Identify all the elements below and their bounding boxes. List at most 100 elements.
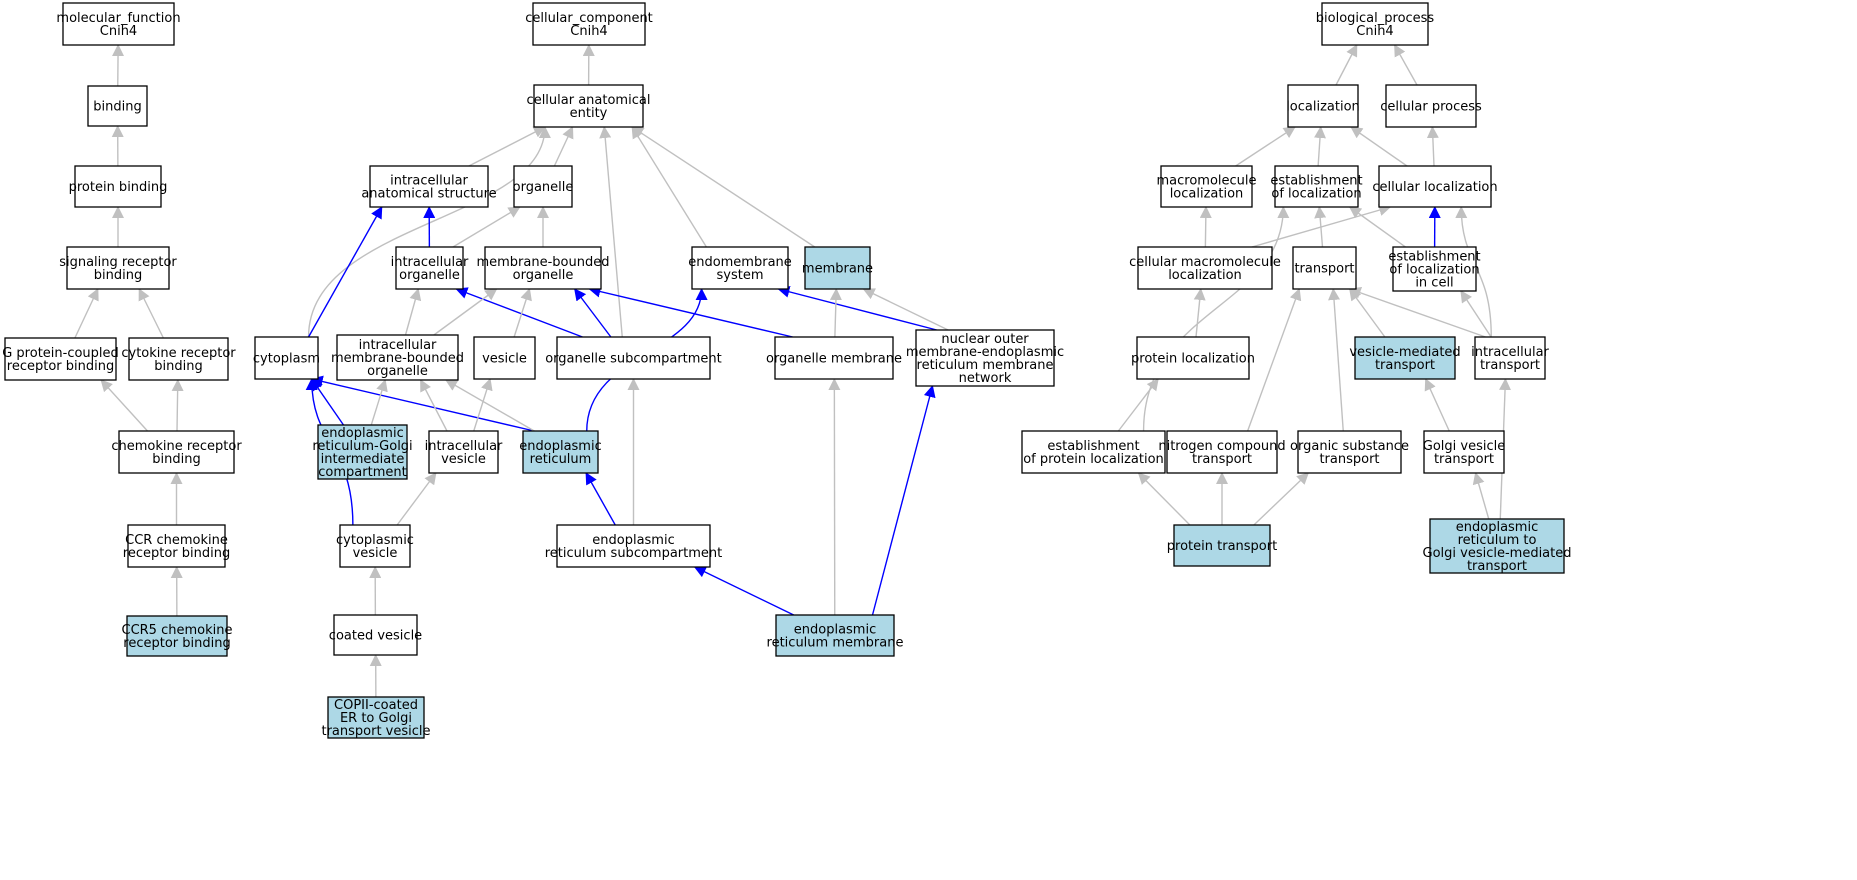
node-cellloc[interactable]: cellular localization — [1372, 165, 1498, 208]
node-organelle[interactable]: organelle — [513, 165, 574, 208]
edge-membrane-to-cae — [631, 126, 816, 248]
node-box — [66, 246, 170, 290]
node-label-line: reticulum membrane — [767, 636, 904, 651]
node-label-line: protein localization — [1131, 352, 1255, 367]
node-label-line: COPII-coated — [334, 698, 418, 713]
node-label-line: receptor binding — [7, 359, 114, 374]
node-label-line: reticulum — [530, 452, 592, 467]
node-box — [127, 524, 226, 568]
node-label-line: macromolecule — [1156, 174, 1256, 189]
node-ergic[interactable]: endoplasmicreticulum-Golgiintermediateco… — [312, 424, 413, 480]
node-box — [339, 524, 411, 568]
node-label-line: Golgi vesicle — [1423, 439, 1505, 454]
edge-chemrec-to-cytrec — [171, 379, 184, 432]
edge-gpcr-to-sigrec — [74, 288, 99, 339]
node-box — [1385, 84, 1477, 128]
node-protloc[interactable]: protein localization — [1131, 336, 1255, 380]
node-cytoplasm[interactable]: cytoplasm — [253, 336, 320, 380]
edge-prottrans-to-estprotloc — [1137, 472, 1191, 526]
node-box — [1378, 165, 1492, 208]
node-transport[interactable]: transport — [1292, 246, 1357, 290]
node-prottrans[interactable]: protein transport — [1167, 524, 1277, 567]
node-label-line: endoplasmic — [794, 623, 876, 638]
node-cellproc[interactable]: cellular process — [1380, 84, 1482, 128]
node-label-line: cellular macromolecule — [1129, 255, 1281, 270]
node-box — [804, 246, 871, 290]
node-box — [915, 329, 1055, 387]
node-label-line: G protein-coupled — [2, 346, 119, 361]
node-box — [1287, 84, 1359, 128]
node-orgmem[interactable]: organelle membrane — [766, 336, 902, 380]
edge-cytoplasm-to-cae — [307, 126, 551, 338]
node-label-line: nuclear outer — [941, 332, 1029, 347]
node-box — [118, 430, 235, 474]
edge-orgsub-to-intorg — [455, 287, 583, 338]
node-loc[interactable]: localization — [1286, 84, 1360, 128]
node-label-line: in cell — [1415, 276, 1453, 291]
node-box — [74, 165, 162, 208]
edge-intorg-to-organelle — [452, 206, 521, 248]
edge-imbo-to-mbo — [433, 288, 498, 336]
node-label-line: intracellular — [359, 338, 437, 353]
node-box — [4, 337, 117, 381]
edge-nuclouter-to-membrane — [862, 288, 949, 331]
node-label-line: localization — [1286, 100, 1360, 115]
edge-cmacloc-to-cellloc — [1251, 204, 1392, 248]
edge-orgsub-to-mbo — [574, 288, 612, 338]
node-binding[interactable]: binding — [87, 85, 148, 127]
node-box — [1429, 518, 1565, 574]
edge-ergic-to-imbo — [370, 379, 388, 426]
edge-orgmem-to-mbo — [588, 285, 793, 338]
node-label-line: intracellular — [390, 174, 468, 189]
node-membrane[interactable]: membrane — [802, 246, 873, 290]
node-label-line: binding — [94, 268, 142, 283]
node-label-line: endomembrane — [688, 255, 792, 270]
edge-estlocc-to-estloc — [1348, 206, 1406, 248]
node-label-line: intracellular — [1471, 345, 1549, 360]
node-box — [395, 246, 464, 290]
node-vesicle[interactable]: vesicle — [473, 336, 536, 380]
node-label-line: organelle — [513, 180, 574, 195]
node-orgsub[interactable]: organelle subcompartment — [545, 336, 722, 380]
edge-nitro-to-transport — [1246, 288, 1302, 432]
node-protbind[interactable]: protein binding — [69, 165, 168, 208]
node-nuclouter[interactable]: nuclear outermembrane-endoplasmicreticul… — [906, 329, 1064, 387]
node-label-line: transport — [1294, 262, 1354, 277]
node-coatves[interactable]: coated vesicle — [329, 614, 422, 656]
edge-er-to-cytoplasm — [310, 375, 535, 432]
edge-imbo-to-intorg — [404, 288, 422, 336]
node-box — [128, 337, 229, 381]
